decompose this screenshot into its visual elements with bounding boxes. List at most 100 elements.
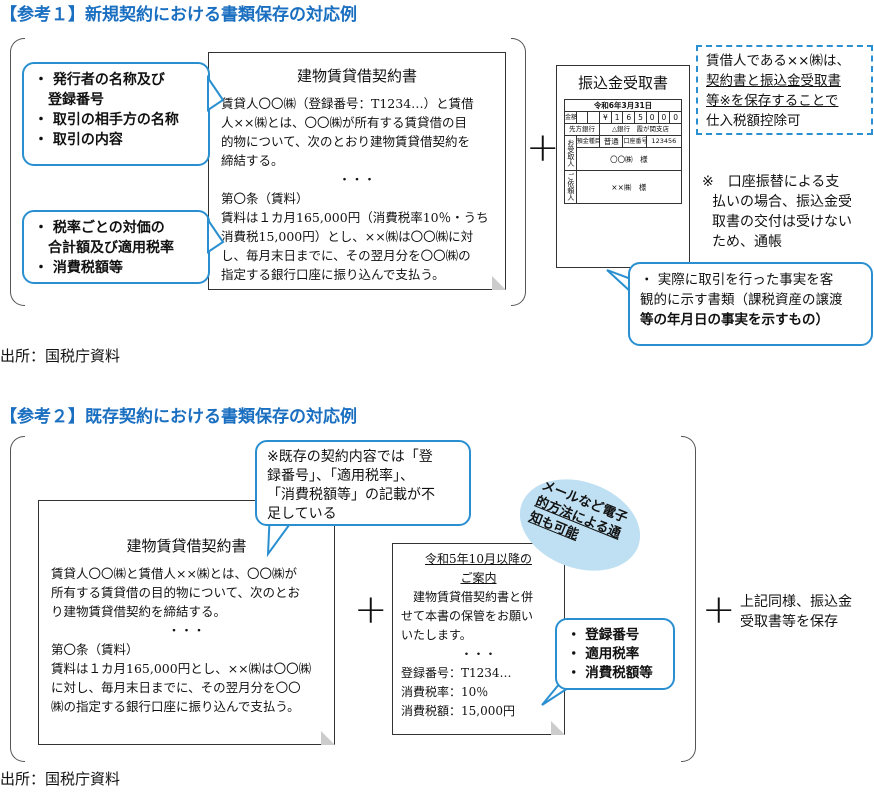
- note-line: 契約書と振込金受取書: [706, 73, 841, 89]
- section-title-ref1: 【参考１】新規契約における書類保存の対応例: [0, 5, 357, 25]
- footnote-line: 取書の交付は受けない: [712, 214, 852, 230]
- bank-label: 先方銀行: [563, 123, 601, 136]
- digit: 0: [669, 111, 682, 124]
- receipt-date: 令和6年3月31日: [564, 99, 682, 112]
- text-line: 受取書等を保存: [740, 614, 838, 630]
- page-fold: [551, 721, 565, 735]
- recipient-label: お受取人: [564, 135, 577, 171]
- bank: △銀行 霞が関支店: [599, 123, 682, 136]
- bracket-left: [10, 436, 25, 762]
- ellipsis: ・・・: [338, 172, 376, 187]
- notice-document: 令和5年10月以降の ご案内 建物賃貸借契約書と併 せて本書の保管をお願い いた…: [392, 543, 565, 735]
- plus-sign: +: [702, 587, 736, 633]
- digit: 5: [634, 111, 647, 124]
- tax-amount: 消費税額：15,000円: [401, 704, 515, 718]
- ellipsis: ・・・: [167, 623, 206, 638]
- contract-line: 的物について、次のとおり建物賃貸借契約を: [221, 134, 471, 149]
- rent-line: し、毎月末日までに、その翌月分を〇〇㈱の: [221, 248, 471, 263]
- source-note: 出所：国税庁資料: [0, 770, 121, 788]
- callout-line: ・ 適用税率: [567, 646, 640, 662]
- registration-number: 登録番号：T1234…: [401, 666, 512, 680]
- rent-line: 賃料は１カ月165,000円（消費税率10％・うち: [221, 210, 489, 225]
- page-fold: [492, 276, 506, 290]
- contract-line: 所有する賃貸借の目的物について、次のとお: [51, 585, 301, 600]
- dashed-note-box: 賃借人である××㈱は、 契約書と振込金受取書 等※を保存することで 仕入税額控除…: [696, 45, 873, 135]
- contract-line: 賃貸人〇〇㈱（登録番号：T1234…）と賃借: [221, 96, 474, 111]
- callout-line: 録番号」、「適用税率」、: [267, 468, 414, 484]
- contract-heading: 建物賃貸借契約書: [126, 537, 247, 555]
- notice-line: 建物賃貸借契約書と併: [413, 590, 534, 604]
- acct-no: 123456: [645, 135, 683, 148]
- rent-line: 指定する銀行口座に振り込んで支払う。: [221, 267, 445, 282]
- callout-line: 「消費税額等」の記載が不: [267, 487, 435, 503]
- acct-type: 普通: [599, 135, 624, 148]
- notice-line: せて本書の保管をお願い: [401, 609, 534, 623]
- callout-line: ※既存の契約内容では「登: [267, 449, 433, 465]
- note-line: 等※を保存することで: [706, 93, 839, 109]
- text-line: 上記同様、振込金: [740, 594, 852, 610]
- footnote: ※ 口座振替による支 払いの場合、振込金受 取書の交付は受けない ため、通帳: [702, 172, 872, 252]
- acct-no-label: 口座番号: [622, 135, 647, 148]
- rent-line: 消費税15,000円）とし、××㈱は〇〇㈱に対: [221, 229, 474, 244]
- contract-document: 建物賃貸借契約書 賃貸人〇〇㈱と賃借人××㈱とは、〇〇㈱が 所有する賃貸借の目的…: [38, 500, 335, 745]
- callout-line: ・ 実際に取引を行った事実を客: [640, 272, 834, 288]
- digit: 0: [657, 111, 671, 124]
- rent-line: に対し、毎月末日までに、その翌月分を〇〇: [51, 680, 301, 695]
- notice-line: いたします。: [401, 628, 472, 642]
- rent-line: 賃料は１カ月165,000円とし、××㈱は〇〇㈱: [51, 661, 312, 676]
- callout-line: ・ 税率ごとの対価の: [34, 220, 165, 236]
- digit: 1: [610, 111, 624, 124]
- note-line: 仕入税額控除可: [706, 113, 801, 129]
- callout-missing-info: ※既存の契約内容では「登 録番号」、「適用税率」、 「消費税額等」の記載が不 足…: [255, 440, 471, 526]
- article: 第〇条（賃料）: [221, 191, 309, 206]
- footnote-line: ため、通帳: [712, 234, 782, 250]
- digit: 6: [622, 111, 636, 124]
- amount-label: 金額: [564, 111, 577, 124]
- callout-line: 足している: [267, 506, 337, 522]
- callout-evidence: ・ 実際に取引を行った事実を客 観的に示す書類（課税資産の譲渡 等の年月日の事実…: [628, 262, 873, 346]
- section-title-ref2: 【参考２】既存契約における書類保存の対応例: [0, 407, 357, 427]
- callout-line: ・ 消費税額等: [567, 665, 653, 681]
- callout-tails: [207, 74, 225, 254]
- digit: [575, 111, 589, 124]
- contract-line: 賃貸人〇〇㈱と賃借人××㈱とは、〇〇㈱が: [51, 566, 297, 581]
- page-fold: [321, 731, 335, 745]
- plus-sign: +: [354, 587, 388, 633]
- requester-label: ご依頼人: [564, 170, 577, 204]
- contract-line: り建物賃貸借契約を締結する。: [51, 604, 227, 619]
- acct-type-label: 預金種目: [575, 135, 601, 148]
- source-note: 出所：国税庁資料: [0, 347, 121, 365]
- requester: ××㈱ 様: [575, 170, 683, 204]
- notice-heading: 令和5年10月以降の: [425, 552, 532, 566]
- ellipsis: ・・・: [460, 647, 497, 661]
- callout-line: ・ 取引の内容: [34, 132, 123, 148]
- receipt-heading: 振込金受取書: [577, 74, 668, 92]
- same-as-above-text: 上記同様、振込金 受取書等を保存: [740, 592, 852, 632]
- callout-required-items: ・ 登録番号 ・ 適用税率 ・ 消費税額等: [555, 618, 675, 690]
- callout-issuer: ・ 発行者の名称及び 登録番号 ・ 取引の相手方の名称 ・ 取引の内容: [22, 62, 210, 166]
- contract-line: 締結する。: [221, 153, 284, 168]
- callout-line: 等の年月日の事実を示すもの）: [640, 312, 829, 328]
- digit: ¥: [599, 111, 612, 124]
- note-line: 賃借人である××㈱は、: [706, 53, 850, 69]
- callout-line: ・ 取引の相手方の名称: [34, 112, 179, 128]
- contract-line: 人××㈱とは、〇〇㈱が所有する賃貸借の目: [221, 115, 467, 130]
- footnote-line: ※ 口座振替による支: [702, 174, 840, 190]
- callout-line: ・ 消費税額等: [34, 260, 123, 276]
- notice-heading: ご案内: [460, 571, 497, 585]
- recipient: 〇〇㈱ 様: [575, 147, 683, 171]
- article: 第〇条（賃料）: [51, 642, 139, 657]
- callout-line: 合計額及び適用税率: [34, 240, 174, 256]
- contract-document: 建物賃貸借契約書 賃貸人〇〇㈱（登録番号：T1234…）と賃借 人××㈱とは、〇…: [208, 52, 506, 290]
- callout-line: ・ 発行者の名称及び: [34, 72, 165, 88]
- contract-heading: 建物賃貸借契約書: [296, 67, 417, 85]
- plus-sign: +: [526, 125, 560, 171]
- digit: 0: [645, 111, 659, 124]
- callout-line: ・ 登録番号: [567, 627, 640, 643]
- rent-line: ㈱の指定する銀行口座に振り込んで支払う。: [51, 699, 300, 714]
- callout-tax: ・ 税率ごとの対価の 合計額及び適用税率 ・ 消費税額等: [22, 210, 210, 284]
- bracket-right: [511, 38, 526, 306]
- tax-rate: 消費税率：10％: [401, 685, 489, 699]
